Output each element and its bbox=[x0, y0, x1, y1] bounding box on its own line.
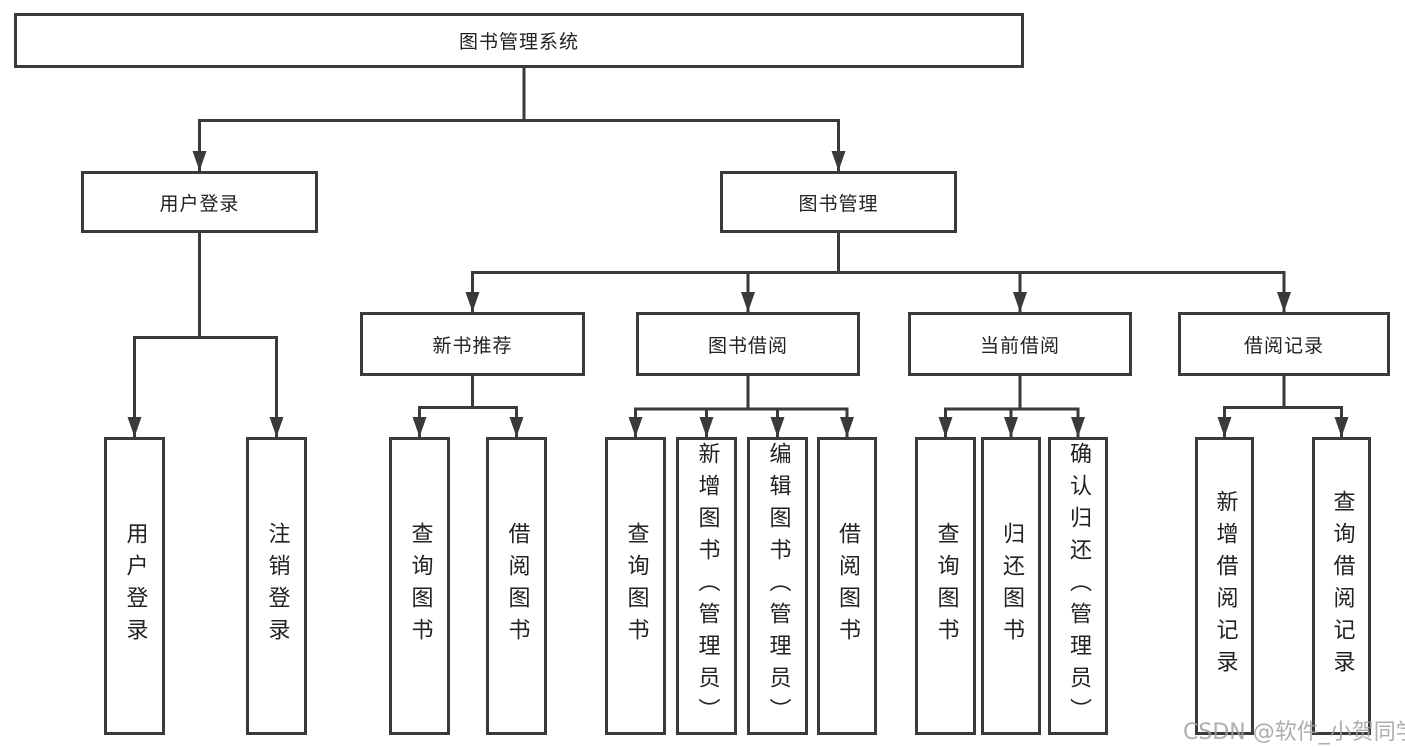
leaf-new-book-rec-2: 借阅图书 bbox=[486, 437, 547, 735]
leaf-current-borrow-3: 确认归还（管理员） bbox=[1048, 437, 1108, 735]
leaf-book-borrow-1: 查询图书 bbox=[605, 437, 666, 735]
node-root: 图书管理系统 bbox=[14, 13, 1024, 68]
leaf-user-login-1-label: 用户登录 bbox=[122, 522, 148, 650]
node-borrow-records-label: 借阅记录 bbox=[1243, 334, 1324, 357]
leaf-book-borrow-2-label: 新增图书（管理员） bbox=[694, 442, 720, 730]
leaf-borrow-records-2-label: 查询借阅记录 bbox=[1329, 490, 1355, 682]
node-user-login-label: 用户登录 bbox=[159, 192, 240, 215]
csdn-watermark: CSDN @软件_小贺同学 bbox=[1183, 720, 1405, 745]
node-new-book-rec: 新书推荐 bbox=[360, 312, 585, 376]
leaf-user-login-2-label: 注销登录 bbox=[264, 522, 290, 650]
node-root-label: 图书管理系统 bbox=[458, 31, 579, 53]
leaf-book-borrow-4: 借阅图书 bbox=[817, 437, 877, 735]
leaf-book-borrow-3: 编辑图书（管理员） bbox=[747, 437, 808, 735]
leaf-book-borrow-1-label: 查询图书 bbox=[623, 522, 649, 650]
leaf-book-borrow-4-label: 借阅图书 bbox=[835, 522, 860, 650]
leaf-user-login-2: 注销登录 bbox=[246, 437, 307, 735]
leaf-current-borrow-1: 查询图书 bbox=[915, 437, 976, 735]
leaf-borrow-records-1-label: 新增借阅记录 bbox=[1212, 490, 1238, 682]
leaf-current-borrow-3-label: 确认归还（管理员） bbox=[1066, 442, 1091, 730]
node-borrow-records: 借阅记录 bbox=[1178, 312, 1390, 376]
node-book-mgmt-label: 图书管理 bbox=[798, 192, 879, 215]
leaf-borrow-records-2: 查询借阅记录 bbox=[1312, 437, 1371, 735]
node-current-borrow: 当前借阅 bbox=[908, 312, 1132, 376]
leaf-current-borrow-2: 归还图书 bbox=[981, 437, 1041, 735]
leaf-book-borrow-3-label: 编辑图书（管理员） bbox=[765, 442, 791, 730]
leaf-current-borrow-2-label: 归还图书 bbox=[999, 522, 1024, 650]
leaf-current-borrow-1-label: 查询图书 bbox=[933, 522, 959, 650]
leaf-borrow-records-1: 新增借阅记录 bbox=[1195, 437, 1254, 735]
leaf-new-book-rec-1-label: 查询图书 bbox=[407, 522, 433, 650]
leaf-user-login-1: 用户登录 bbox=[104, 437, 165, 735]
node-new-book-rec-label: 新书推荐 bbox=[432, 334, 513, 357]
node-user-login: 用户登录 bbox=[81, 171, 318, 233]
node-book-borrow-label: 图书借阅 bbox=[707, 334, 788, 357]
leaf-new-book-rec-2-label: 借阅图书 bbox=[504, 522, 530, 650]
node-book-borrow: 图书借阅 bbox=[636, 312, 860, 376]
leaf-new-book-rec-1: 查询图书 bbox=[389, 437, 450, 735]
node-book-mgmt: 图书管理 bbox=[720, 171, 957, 233]
node-current-borrow-label: 当前借阅 bbox=[979, 334, 1060, 357]
leaf-book-borrow-2: 新增图书（管理员） bbox=[676, 437, 737, 735]
